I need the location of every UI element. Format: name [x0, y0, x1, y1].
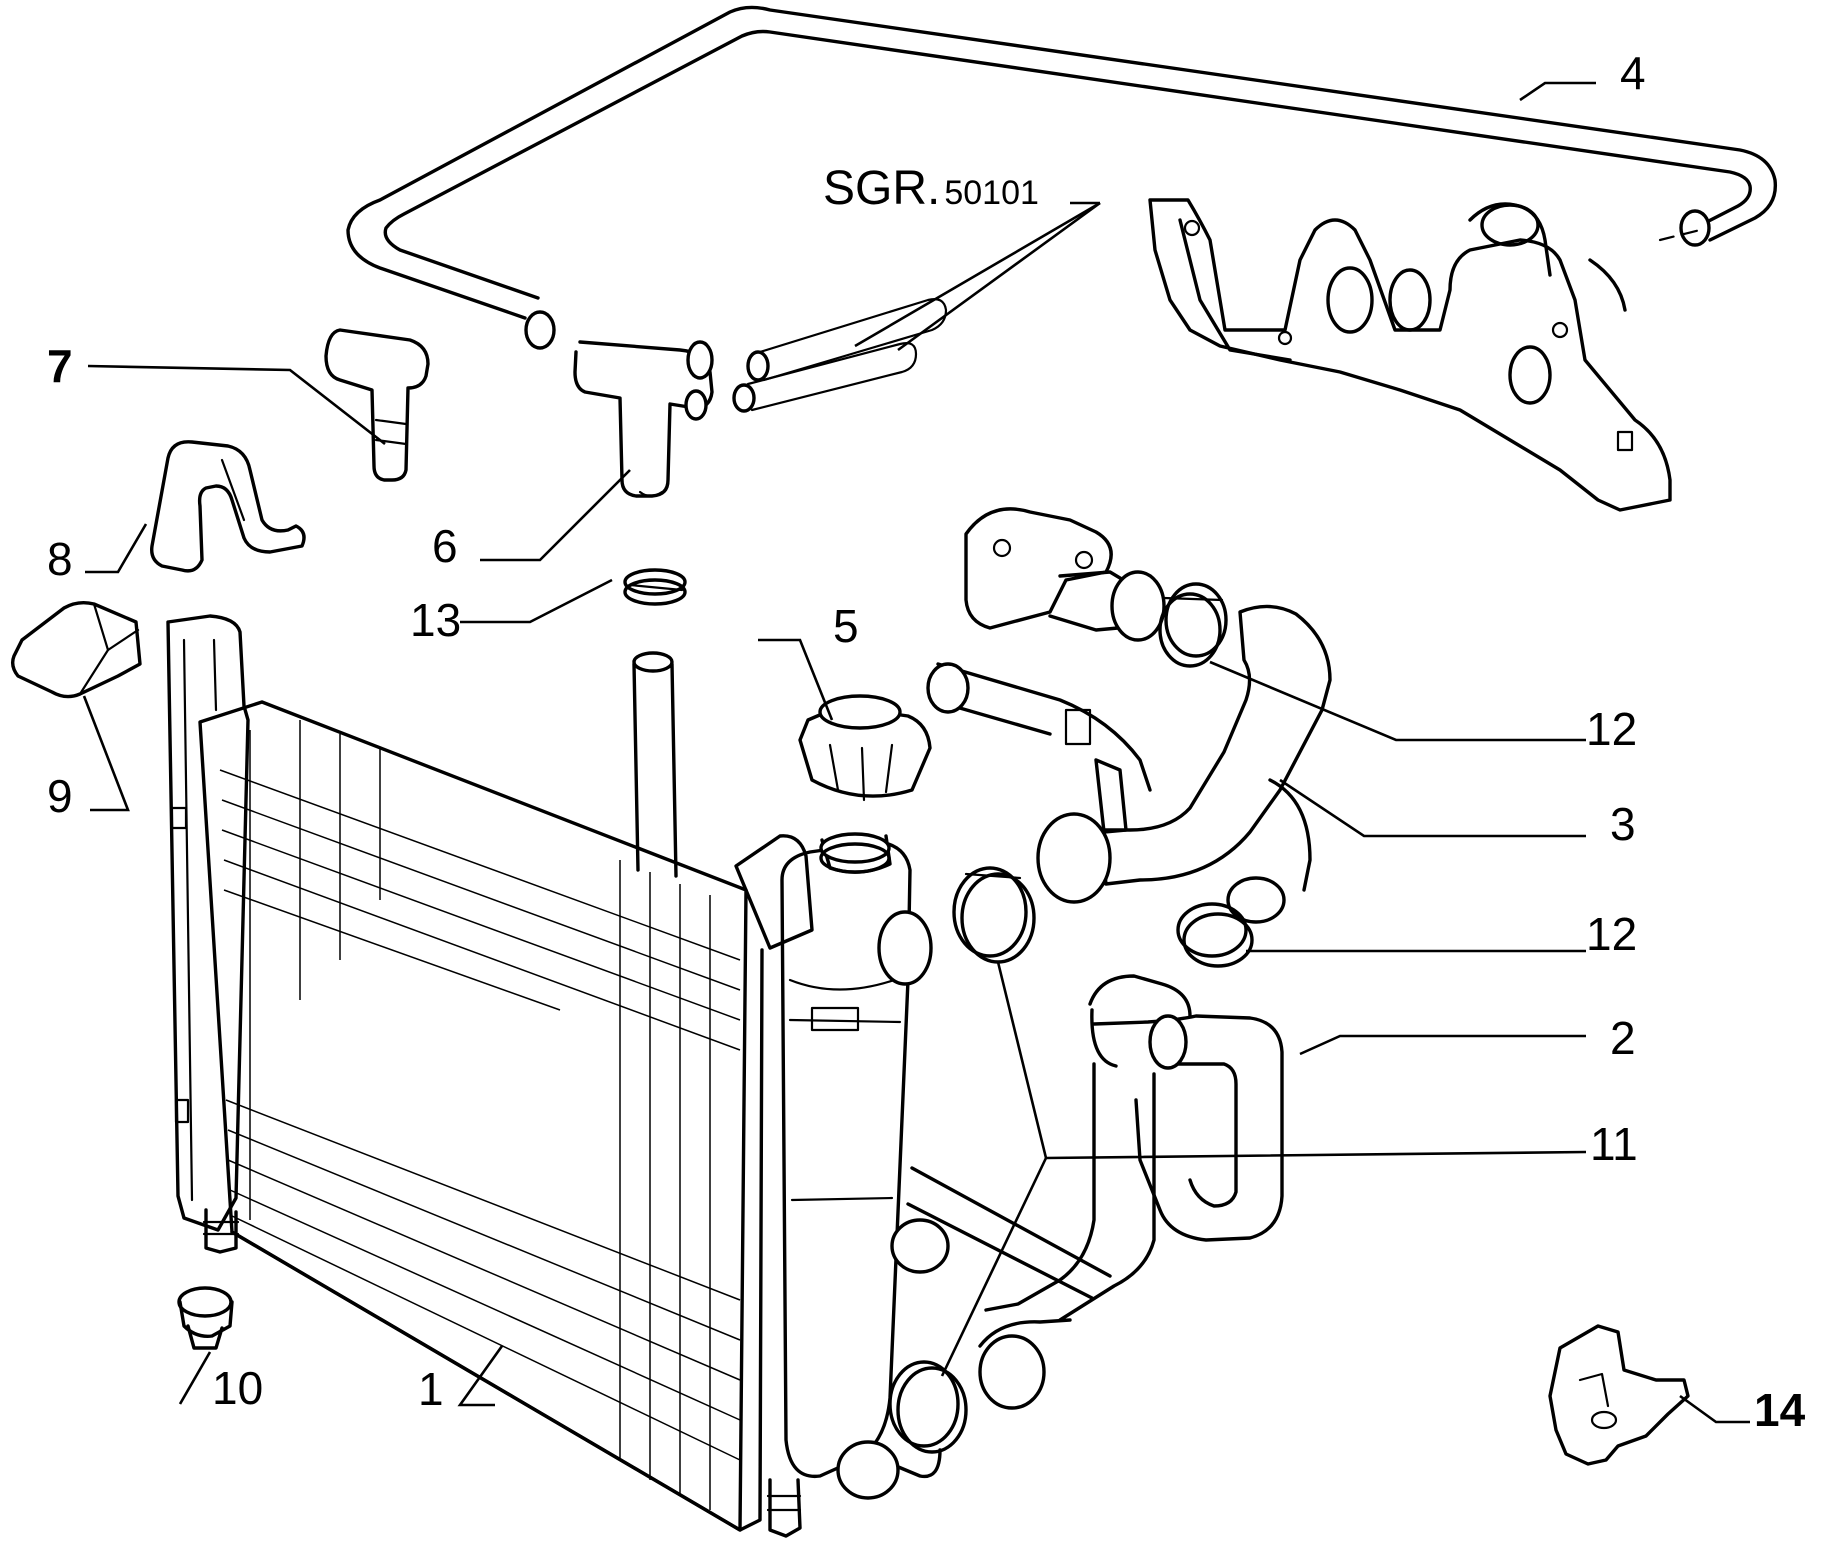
reference-label: SGR.50101 — [823, 162, 1039, 215]
upper-hose-3 — [926, 507, 1332, 924]
hose-clamp-12-lower — [1176, 902, 1254, 968]
t-fitting-6 — [573, 340, 714, 498]
callout-9: 9 — [47, 770, 73, 822]
radiator-1 — [166, 614, 1112, 1538]
clamp-13 — [623, 568, 687, 606]
clip-14 — [1548, 1324, 1690, 1466]
leader-lines — [82, 81, 1750, 1424]
hose-clamp-12-upper — [1158, 582, 1228, 668]
sgr-hose-segments — [732, 298, 948, 413]
callout-12-lower: 12 — [1586, 908, 1637, 960]
callout-2: 2 — [1610, 1012, 1636, 1064]
callout-labels: 7 8 9 6 13 5 4 12 3 12 2 11 1 10 14 SGR.… — [47, 47, 1806, 1436]
radiator-vent-hose — [632, 651, 678, 878]
callout-7: 7 — [47, 340, 73, 392]
callout-5: 5 — [833, 600, 859, 652]
l-pipe-7 — [324, 328, 430, 482]
hose-clamp-11-upper — [952, 866, 1036, 964]
reference-prefix: SGR. — [823, 162, 940, 215]
callout-8: 8 — [47, 533, 73, 585]
callout-1: 1 — [418, 1363, 444, 1415]
bypass-pipe-4 — [346, 5, 1778, 350]
hose-clamp-11-lower — [888, 1360, 968, 1454]
callout-14: 14 — [1754, 1384, 1806, 1436]
callout-11: 11 — [1590, 1118, 1638, 1170]
callout-6: 6 — [432, 520, 458, 572]
intake-manifold — [1148, 198, 1672, 512]
lower-hose-2 — [978, 974, 1284, 1410]
reference-number: 50101 — [944, 174, 1039, 212]
callout-13: 13 — [410, 594, 461, 646]
sensor-9 — [10, 600, 142, 699]
callout-12-upper: 12 — [1586, 703, 1637, 755]
callout-4: 4 — [1620, 47, 1646, 99]
bracket-8 — [150, 440, 306, 573]
callout-3: 3 — [1610, 798, 1636, 850]
callout-10: 10 — [212, 1362, 263, 1414]
grommet-10 — [177, 1286, 234, 1350]
filler-cap-5 — [798, 694, 932, 802]
